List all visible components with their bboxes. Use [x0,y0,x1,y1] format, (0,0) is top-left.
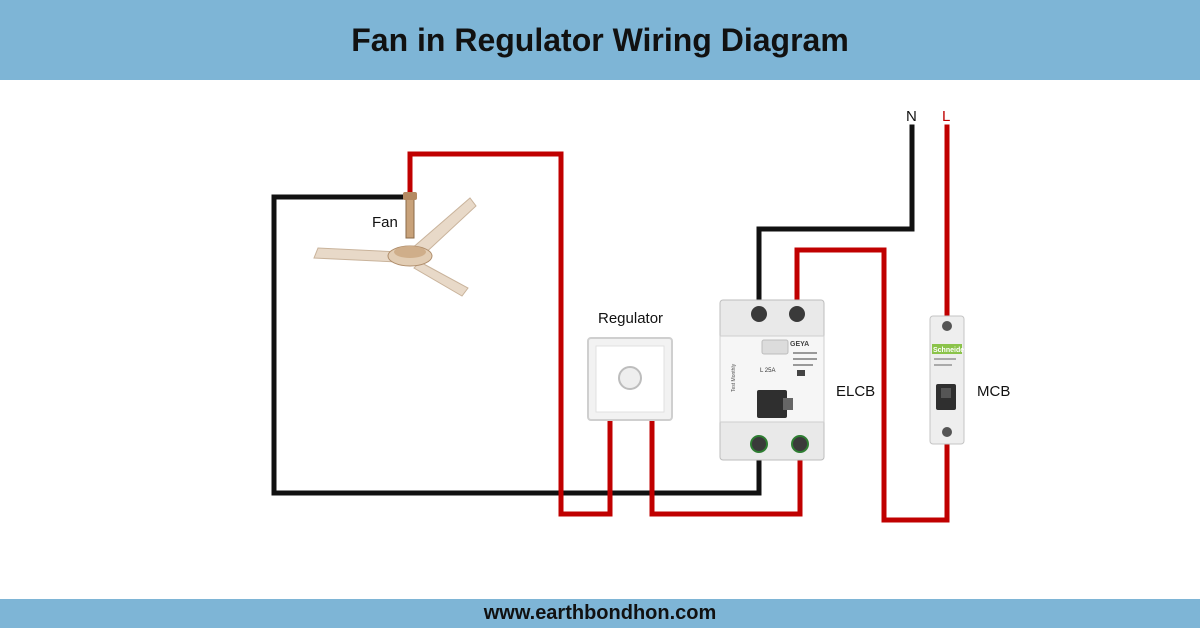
elcb-label: ELCB [836,383,875,400]
elcb-breaker: GEYA Test Monthly L 25A [719,299,825,461]
elcb-brand-text: GEYA [790,341,809,348]
elcb-side-text: Test Monthly [731,363,737,392]
mcb-label: MCB [977,383,1010,400]
fan-neutral-wire [271,194,762,496]
footer-banner: www.earthbondhon.com [0,599,1200,628]
mcb-breaker: Schneider [929,315,967,445]
ceiling-fan [313,192,477,297]
wiring-diagram: Fan Regulator GEYA Test Monthly L 25A EL… [271,108,1010,523]
elcb-toggle[interactable] [757,390,787,418]
live-label: L [942,108,950,125]
mcb-to-elcb-wire [794,247,950,523]
page-title: Fan in Regulator Wiring Diagram [351,21,849,58]
website-url[interactable]: www.earthbondhon.com [483,602,717,624]
elcb-model-text: L 25A [760,368,775,374]
elcb-to-regulator-wire [649,417,803,517]
regulator-label: Regulator [598,310,663,327]
regulator-knob[interactable] [618,366,642,390]
regulator-to-fan-wire [407,151,613,517]
mcb-brand-text: Schneider [933,347,967,354]
neutral-supply-wire [756,124,915,317]
neutral-label: N [906,108,917,125]
fan-label: Fan [372,214,398,231]
fan-regulator [587,337,673,421]
title-banner: Fan in Regulator Wiring Diagram [0,0,1200,80]
